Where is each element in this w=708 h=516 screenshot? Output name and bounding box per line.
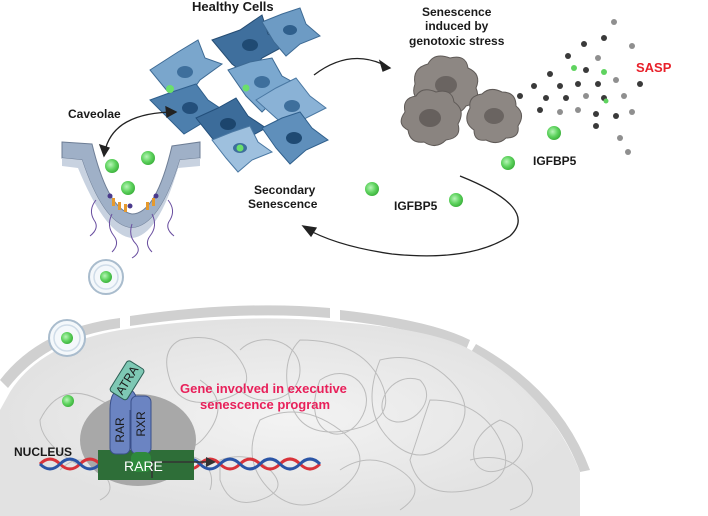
igfbp5-label-center: IGFBP5 [394,199,438,213]
vesicle [88,259,124,295]
rare-label: RARE [124,458,163,474]
arrow-to-senescence [313,57,391,76]
igfbp5-label-right: IGFBP5 [533,154,577,168]
igfbp5-particles [365,126,561,207]
receptor-complex [38,360,322,486]
vesicle [48,319,86,357]
healthy-cells-cluster [149,7,329,173]
gene-program-line1: Gene involved in executive [180,381,347,396]
senescence-label-line1: Senescence [422,5,492,19]
transcription-arrow [151,461,214,478]
caveolae-membrane [61,141,201,259]
caveolae-label: Caveolae [68,107,121,121]
sasp-particles [517,19,643,155]
rxr-label: RXR [134,411,148,437]
senescence-label-line3: genotoxic stress [409,34,505,48]
nucleus-label: NUCLEUS [14,445,73,459]
healthy-cells-label: Healthy Cells [192,0,274,14]
senescence-label-line2: induced by [425,19,489,33]
secondary-senescence-line1: Secondary [254,183,316,197]
gene-program-line2: senescence program [200,397,331,412]
rxr-dbd [131,452,151,472]
senescent-cells [400,55,522,146]
arrow-secondary-senescence [304,175,519,257]
sasp-label: SASP [636,60,672,75]
arrows [98,57,519,257]
secondary-senescence-line2: Senescence [248,197,318,211]
rar-label: RAR [113,417,127,443]
atra-ligand [109,360,145,401]
